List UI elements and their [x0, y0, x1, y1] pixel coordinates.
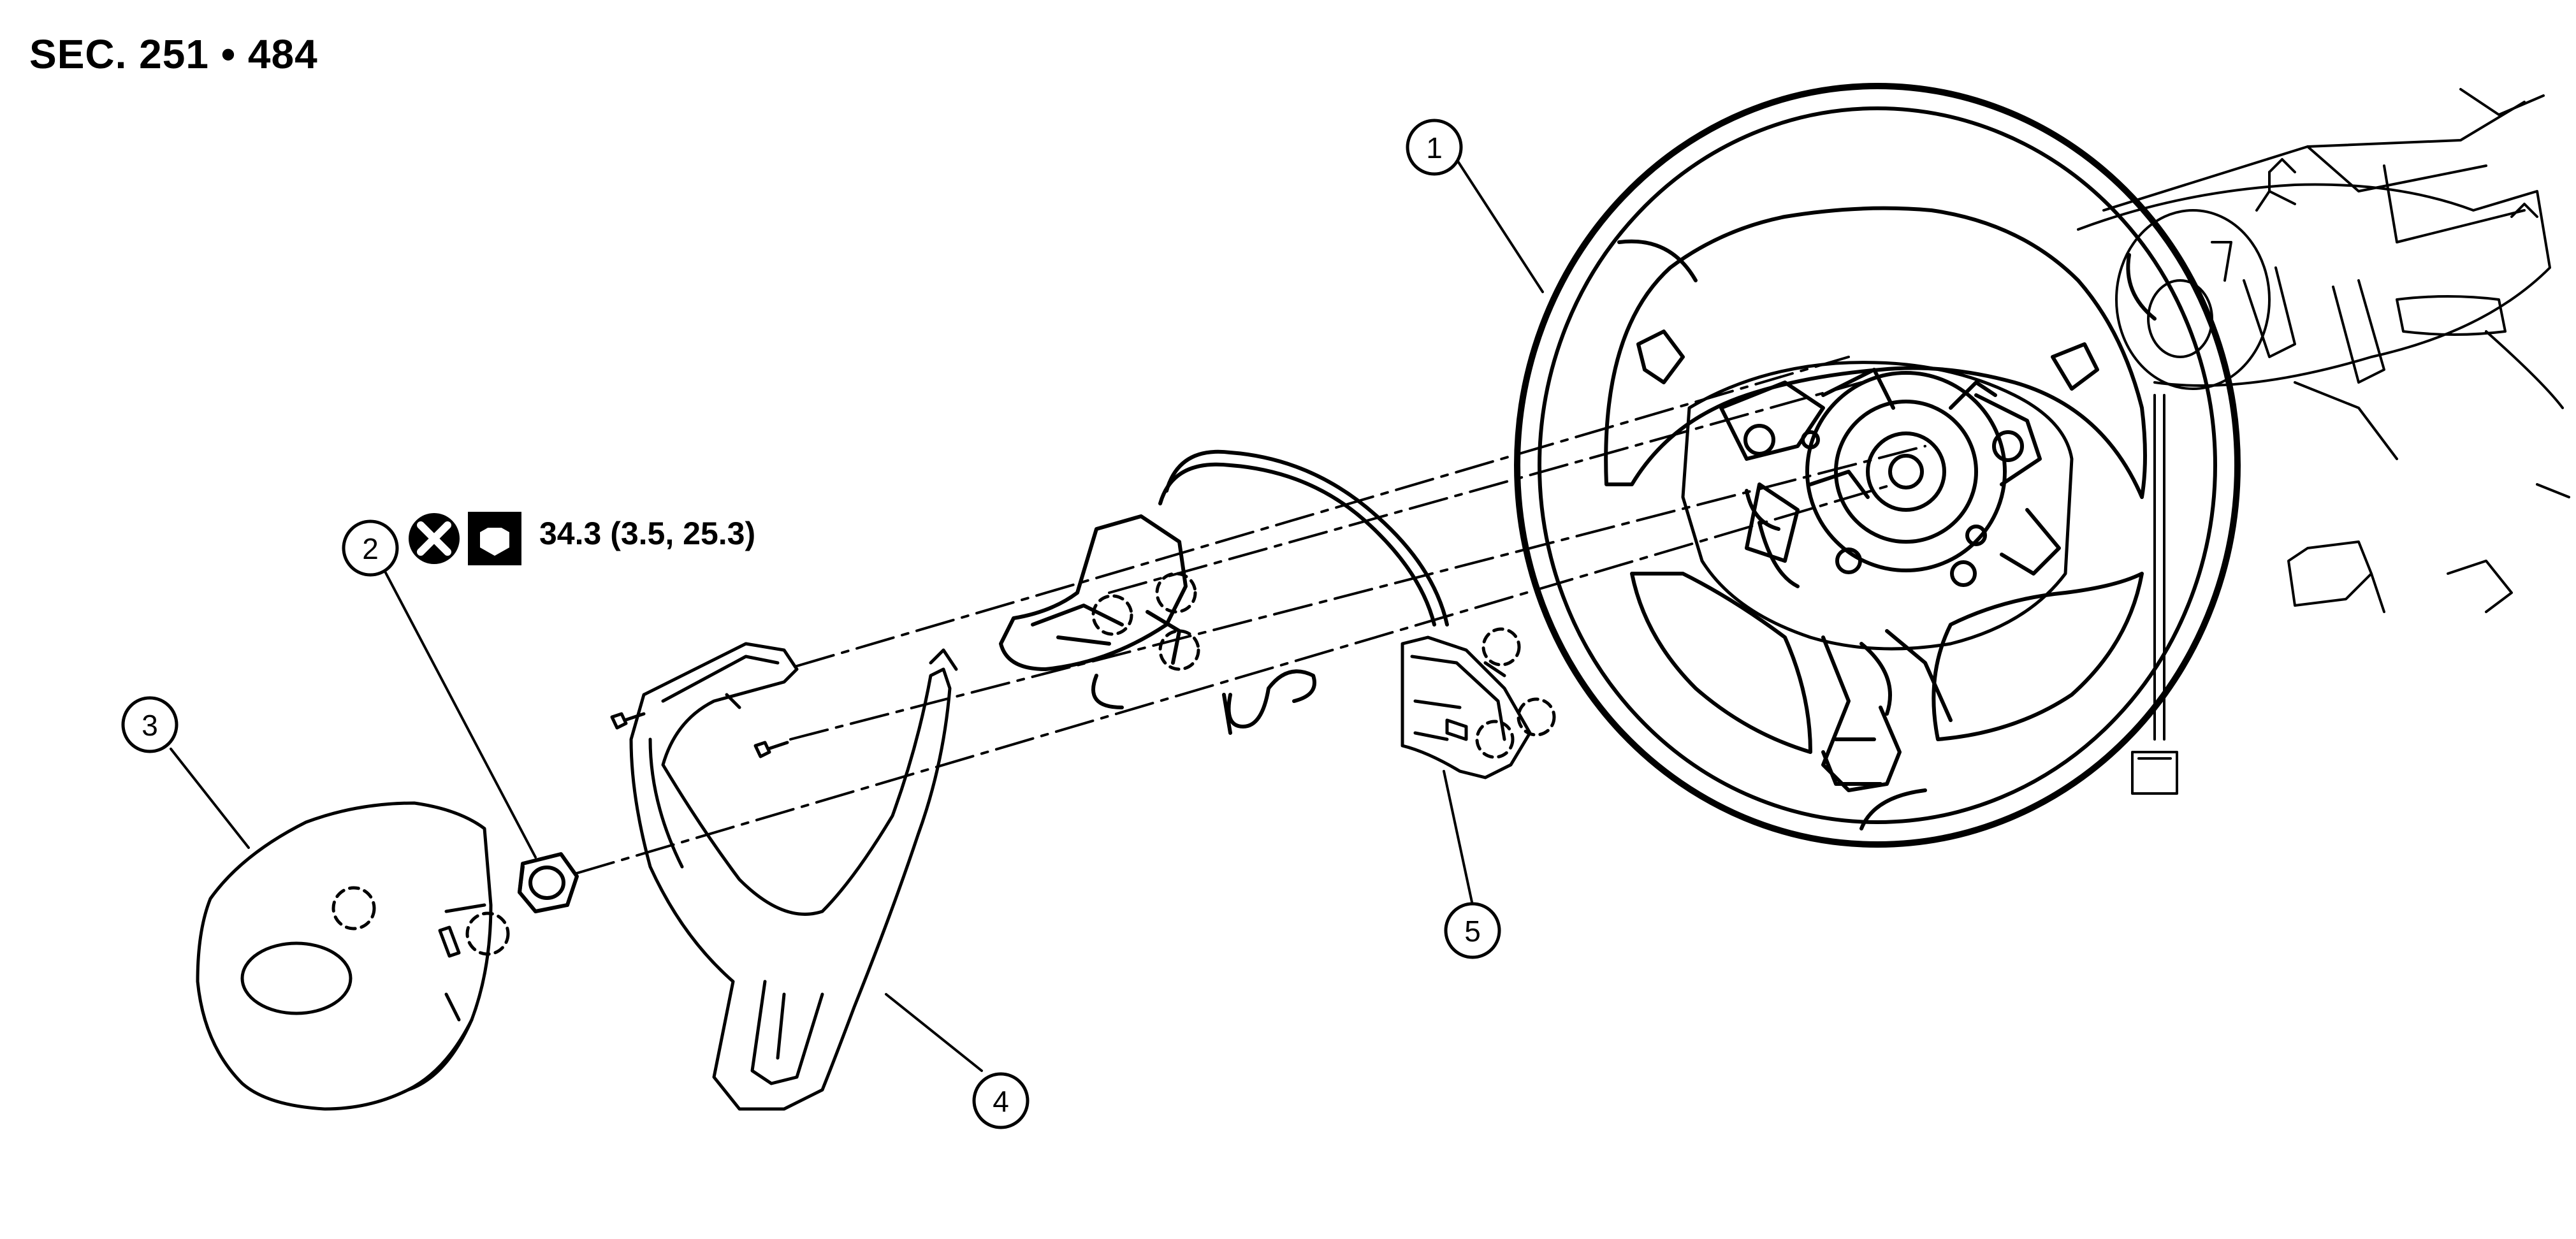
callout-2-number: 2	[362, 532, 379, 565]
callout-4-number: 4	[993, 1085, 1009, 1118]
steering-column	[2077, 88, 2570, 795]
callout-1-number: 1	[1426, 131, 1443, 164]
steering-wheel	[1514, 83, 2241, 848]
callout-2: 2	[342, 519, 399, 577]
screws	[610, 712, 789, 758]
air-bag-clips	[331, 886, 510, 956]
harness-clips	[1091, 572, 1200, 671]
callout-5-number: 5	[1464, 915, 1481, 948]
alignment-lines	[576, 356, 1926, 874]
callout-3: 3	[121, 696, 178, 753]
wrench-nut-icon	[468, 512, 521, 565]
harness	[999, 449, 1449, 735]
air-bag-module	[196, 801, 493, 1111]
leader-lines	[170, 158, 1544, 1072]
torque-spec: 34.3 (3.5, 25.3)	[539, 516, 756, 551]
steering-switch	[1401, 635, 1532, 779]
lower-finisher	[629, 642, 958, 1111]
callout-5: 5	[1444, 902, 1501, 959]
callout-1: 1	[1406, 119, 1463, 176]
lock-nut	[518, 852, 579, 913]
section-label: SEC. 251 • 484	[29, 31, 318, 77]
x-mark-icon	[409, 513, 460, 564]
callout-3-number: 3	[142, 709, 158, 742]
switch-clips	[1475, 627, 1556, 759]
callout-4: 4	[972, 1072, 1030, 1129]
